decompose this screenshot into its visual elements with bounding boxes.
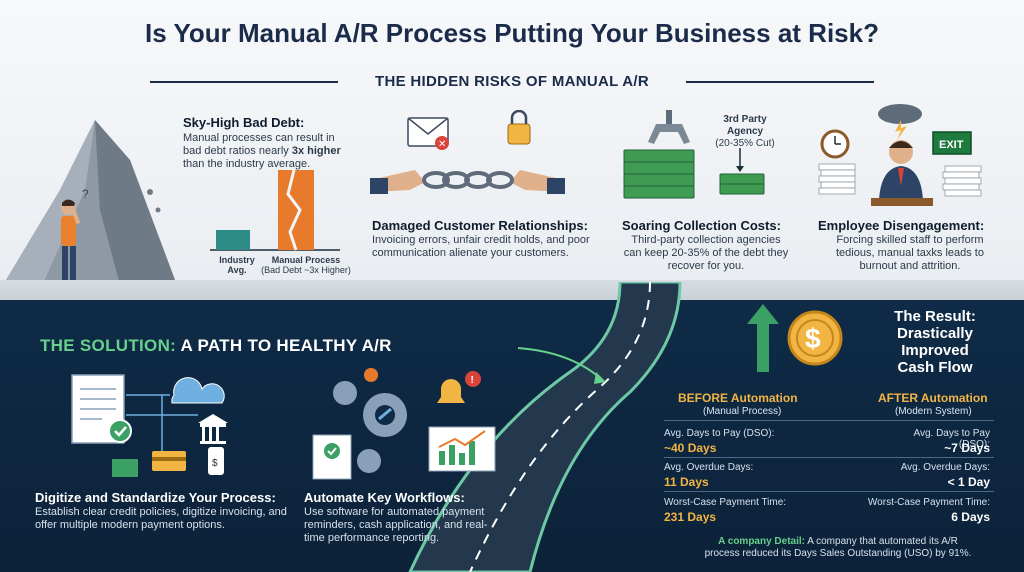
after-title: AFTER Automation bbox=[878, 391, 988, 405]
metric-label-before-overdue: Avg. Overdue Days: bbox=[664, 462, 754, 473]
risks-header-text: THE HIDDEN RISKS OF MANUAL A/R bbox=[374, 73, 649, 90]
bad-debt-bars bbox=[210, 169, 340, 251]
risk-desc-customer: Invoicing errors, unfair credit holds, a… bbox=[372, 234, 590, 259]
before-title: BEFORE Automation bbox=[678, 391, 798, 405]
page-title: Is Your Manual A/R Process Putting Your … bbox=[145, 18, 879, 48]
mountain-illustration: ? bbox=[0, 120, 200, 300]
risk-desc-collection: Third-party collection agencies can keep… bbox=[623, 234, 789, 272]
solution-title-digitize: Digitize and Standardize Your Process: bbox=[35, 490, 276, 505]
after-subtitle: (Modern System) bbox=[895, 406, 972, 417]
road-illustration bbox=[408, 282, 682, 572]
money-claw-illustration bbox=[623, 110, 765, 199]
digitize-illustration: $ bbox=[71, 374, 228, 477]
risks-section bbox=[0, 0, 1024, 300]
solution-title-automate: Automate Key Workflows: bbox=[304, 490, 465, 505]
metric-value-before-worst: 231 Days bbox=[664, 510, 717, 524]
company-detail: A company Detail: A company that automat… bbox=[704, 536, 972, 559]
metric-value-before-dso: ~40 Days bbox=[664, 441, 717, 455]
svg-text:?: ? bbox=[82, 187, 89, 201]
svg-text:$: $ bbox=[212, 458, 218, 469]
metric-value-after-overdue: < 1 Day bbox=[947, 475, 990, 489]
svg-text:✕: ✕ bbox=[438, 139, 446, 150]
risk-title-employee: Employee Disengagement: bbox=[818, 218, 985, 233]
solution-title: THE SOLUTION: A PATH TO HEALTHY A/R bbox=[40, 336, 392, 355]
solution-desc-digitize: Establish clear credit policies, digitiz… bbox=[35, 506, 287, 531]
metric-value-after-dso: ~7 Days bbox=[944, 441, 990, 455]
risk-desc-employee: Forcing skilled staff to perform tedious… bbox=[836, 234, 984, 272]
solution-desc-automate: Use software for automated payment remin… bbox=[304, 506, 488, 544]
metric-label-before-worst: Worst-Case Payment Time: bbox=[664, 497, 787, 508]
result-illustration: $ bbox=[747, 304, 843, 372]
separator bbox=[664, 457, 994, 458]
risk-desc-bad-debt: Manual processes can result in bad debt … bbox=[183, 132, 341, 170]
risk-title-bad-debt: Sky-High Bad Debt: bbox=[183, 115, 305, 130]
risks-header: THE HIDDEN RISKS OF MANUAL A/R bbox=[150, 70, 874, 94]
metric-label-after-overdue: Avg. Overdue Days: bbox=[900, 462, 990, 473]
manual-process-label: Manual Process(Bad Debt ~3x Higher) bbox=[261, 255, 351, 275]
svg-text:$: $ bbox=[805, 323, 821, 354]
metric-value-before-overdue: 11 Days bbox=[664, 475, 709, 489]
metric-label-after-worst: Worst-Case Payment Time: bbox=[867, 497, 990, 508]
metric-label-before-dso: Avg. Days to Pay (DSO): bbox=[664, 428, 775, 439]
separator bbox=[664, 420, 994, 421]
risk-title-collection: Soaring Collection Costs: bbox=[622, 218, 781, 233]
risk-title-customer: Damaged Customer Relationships: bbox=[372, 218, 588, 233]
metric-value-after-worst: 6 Days bbox=[951, 510, 990, 524]
svg-text:!: ! bbox=[471, 375, 474, 386]
stressed-employee-illustration: EXIT bbox=[818, 104, 982, 206]
broken-chain-illustration: ✕ bbox=[370, 110, 565, 194]
header-rule-left bbox=[150, 81, 338, 83]
metric-label-after-dso: Avg. Days to Pay (DSO): bbox=[913, 428, 990, 450]
before-subtitle: (Manual Process) bbox=[703, 406, 782, 417]
automate-illustration: ! bbox=[312, 368, 496, 480]
header-rule-right bbox=[686, 81, 874, 83]
separator bbox=[664, 491, 994, 492]
exit-sign-text: EXIT bbox=[939, 139, 964, 151]
